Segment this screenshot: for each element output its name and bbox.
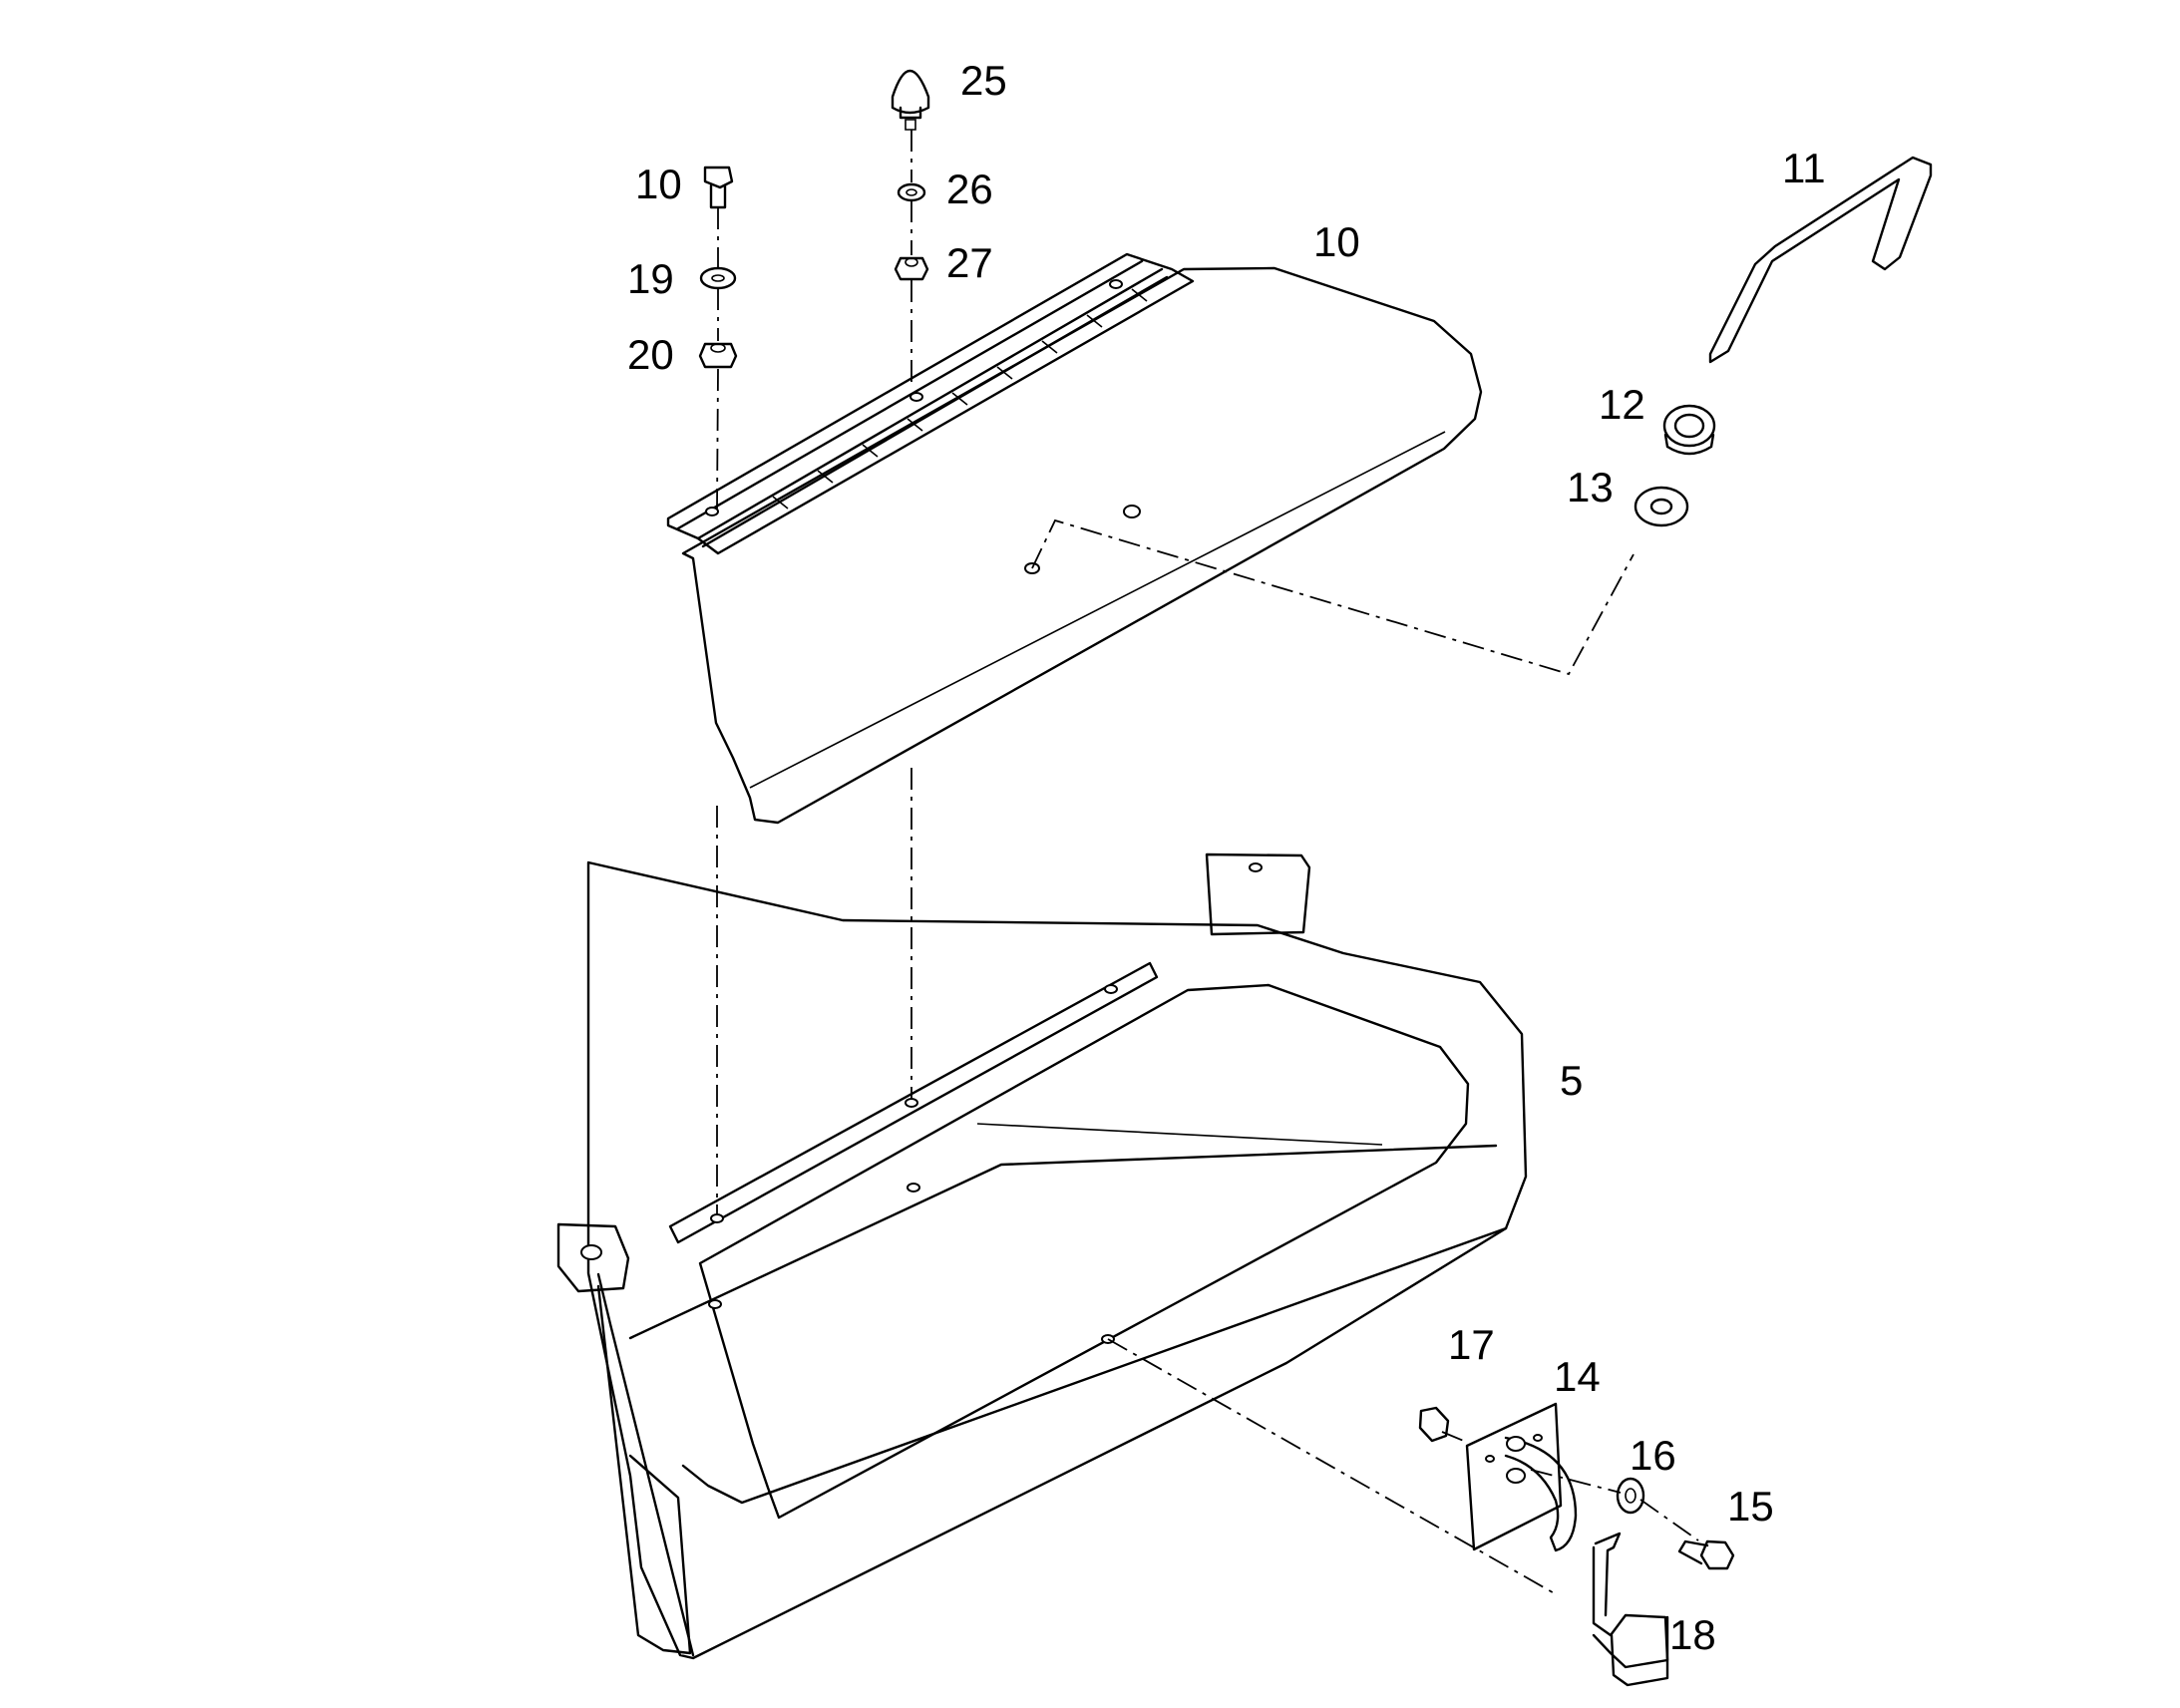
callout-19: 19 [627, 255, 674, 302]
bolt-15 [1677, 1539, 1735, 1570]
callout-15: 15 [1727, 1483, 1774, 1530]
nut-27 [894, 256, 929, 281]
callout-12: 12 [1599, 381, 1645, 428]
callout-26: 26 [946, 166, 993, 212]
bolt-10 [703, 166, 734, 209]
callout-5: 5 [1560, 1057, 1583, 1104]
storage-box-body [556, 853, 1528, 1660]
assembly-leader-lines [716, 130, 1699, 1596]
grommet [1662, 404, 1716, 456]
washer-26 [897, 182, 926, 202]
hinge-knuckles [772, 288, 1148, 510]
latch-plate [1465, 1402, 1578, 1552]
callout-17: 17 [1448, 1321, 1495, 1368]
nut-17 [1418, 1406, 1450, 1443]
callout-14: 14 [1554, 1353, 1601, 1400]
catch-18 [1592, 1532, 1669, 1687]
callout-25: 25 [960, 57, 1007, 104]
callout-11: 11 [1782, 145, 1826, 191]
lid-panel [666, 252, 1483, 825]
callout-13: 13 [1567, 464, 1614, 511]
callout-27: 27 [946, 239, 993, 286]
washer-19 [699, 266, 737, 290]
nut-20 [698, 342, 738, 369]
callout-10-lid: 10 [1313, 218, 1360, 265]
callout-10-bolt: 10 [635, 161, 682, 207]
callout-18: 18 [1669, 1611, 1716, 1658]
rubber-bumper [891, 69, 930, 131]
callout-20: 20 [627, 331, 674, 378]
callout-16: 16 [1630, 1432, 1676, 1479]
toothed-washer [1634, 486, 1689, 527]
handle-rod [1708, 156, 1933, 364]
washer-16 [1616, 1477, 1645, 1515]
callout-labels: 25 10 26 27 19 20 10 11 12 13 5 17 14 16… [627, 57, 1826, 1658]
